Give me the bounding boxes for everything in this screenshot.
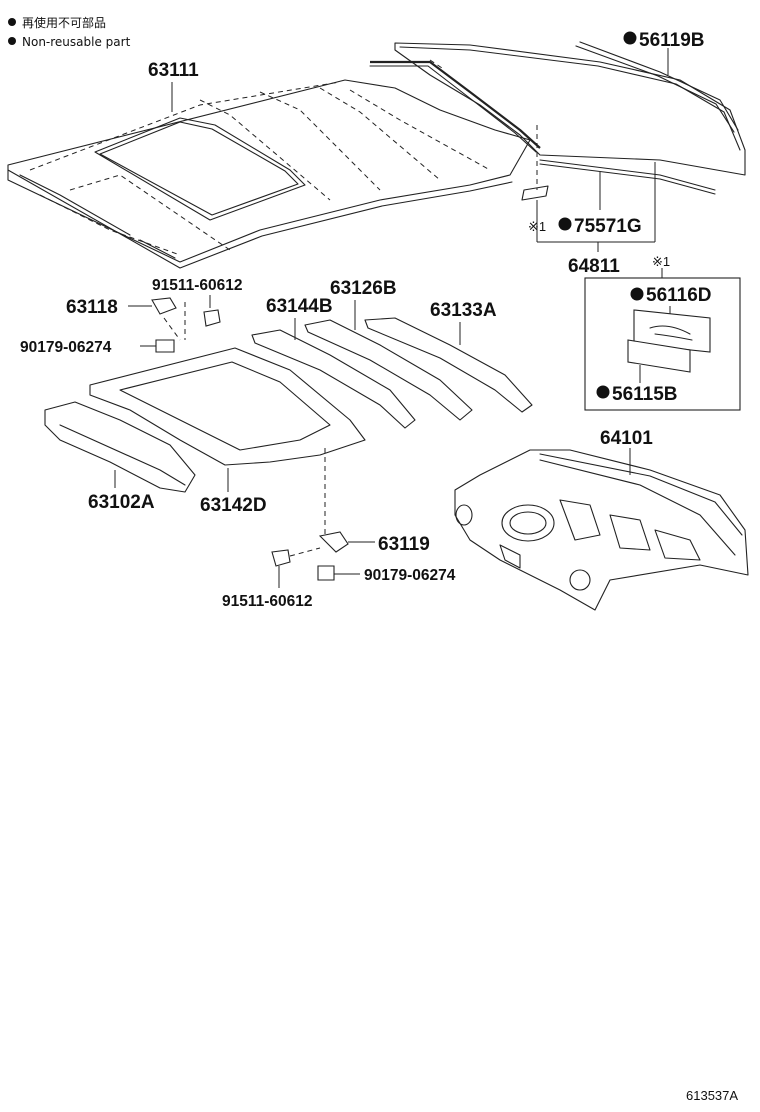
- note-mark: ※1: [652, 254, 670, 269]
- bracket-fasteners-top: 91511-60612 63118 90179-06274: [20, 277, 243, 356]
- label-63118: 63118: [66, 297, 118, 318]
- emblem-kit-box: ※1 56116D 56115B: [584, 254, 741, 411]
- note-mark: ※1: [528, 219, 546, 234]
- label-90179-bottom: 90179-06274: [364, 567, 456, 584]
- roof-frame-drawing: [44, 347, 366, 493]
- bracket-icon: [318, 531, 349, 553]
- label-56116d: 56116D: [646, 285, 712, 306]
- nut-icon: [155, 339, 175, 353]
- roof-panel-drawing: [7, 79, 531, 269]
- non-reusable-icon: [596, 385, 610, 399]
- label-56119b: 56119B: [639, 30, 705, 51]
- bolt-icon: [203, 309, 221, 327]
- label-63133a: 63133A: [430, 300, 497, 321]
- label-64811: 64811: [568, 256, 620, 277]
- roof-rails-drawing: [251, 317, 533, 429]
- label-63102a: 63102A: [88, 492, 155, 513]
- label-63111: 63111: [148, 60, 199, 81]
- label-64101: 64101: [600, 428, 653, 449]
- non-reusable-icon: [623, 31, 637, 45]
- label-63144b: 63144B: [266, 296, 333, 317]
- legend-english: Non-reusable part: [22, 35, 131, 49]
- legend-japanese: 再使用不可部品: [22, 15, 106, 30]
- drawing-reference-number: 613537A: [686, 1088, 738, 1103]
- non-reusable-icon: [630, 287, 644, 301]
- nut-icon: [317, 565, 335, 581]
- label-91511-top: 91511-60612: [152, 277, 243, 294]
- bracket-fasteners-bottom: 63119 90179-06274 91511-60612: [222, 448, 456, 610]
- label-63126b: 63126B: [330, 278, 397, 299]
- non-reusable-bullet-icon: [8, 18, 16, 26]
- back-window-glass-drawing: [369, 41, 746, 201]
- nameplate-icon: [627, 339, 691, 373]
- label-63119: 63119: [378, 534, 430, 555]
- bracket-icon: [151, 297, 177, 315]
- emblem-plate-icon: [633, 309, 711, 353]
- label-90179-top: 90179-06274: [20, 339, 112, 356]
- label-56115b: 56115B: [612, 384, 678, 405]
- non-reusable-icon: [558, 217, 572, 231]
- rear-package-tray-drawing: [454, 449, 749, 611]
- bolt-icon: [271, 549, 291, 567]
- legend: 再使用不可部品 Non-reusable part: [8, 15, 131, 49]
- label-63142d: 63142D: [200, 495, 267, 516]
- non-reusable-bullet-icon: [8, 37, 16, 45]
- label-75571g: 75571G: [574, 216, 642, 237]
- label-91511-bottom: 91511-60612: [222, 593, 313, 610]
